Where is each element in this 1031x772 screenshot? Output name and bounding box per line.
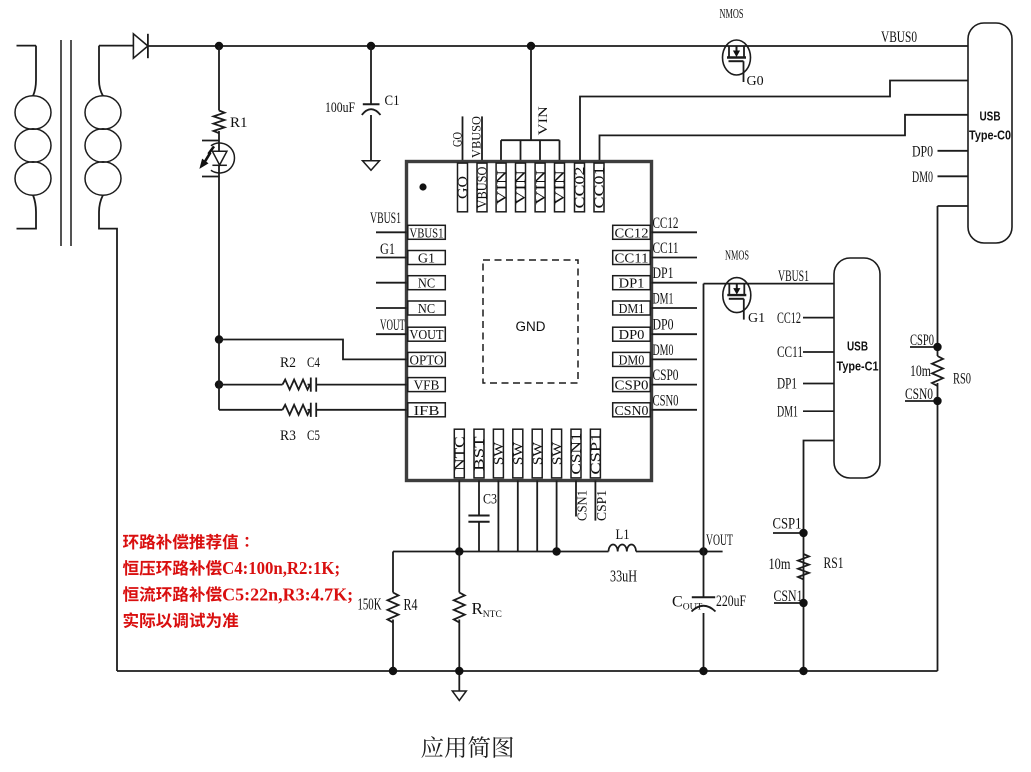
svg-text:VOUT: VOUT: [380, 317, 405, 334]
svg-text:OPTO: OPTO: [410, 352, 444, 367]
svg-text:GO: GO: [455, 176, 470, 199]
svg-text:CSN1: CSN1: [575, 490, 590, 521]
svg-text:DP1: DP1: [653, 265, 674, 282]
svg-text:RS1: RS1: [824, 555, 844, 572]
svg-text:CSN1: CSN1: [774, 588, 803, 605]
svg-text:RS0: RS0: [953, 371, 971, 388]
svg-text:VIN: VIN: [513, 170, 528, 205]
svg-text:DP0: DP0: [619, 327, 645, 342]
svg-text:OUT: OUT: [683, 603, 703, 613]
svg-text:CC11: CC11: [777, 344, 803, 361]
svg-text:220uF: 220uF: [716, 593, 746, 610]
svg-text:CSN0: CSN0: [905, 386, 933, 403]
svg-text:IFB: IFB: [414, 403, 440, 418]
svg-text:USB: USB: [980, 109, 1001, 124]
svg-text:SW: SW: [549, 442, 564, 465]
svg-text:GND: GND: [516, 319, 546, 334]
svg-text:DP1: DP1: [619, 276, 645, 291]
svg-text:DM1: DM1: [653, 291, 674, 308]
svg-text:CC02: CC02: [572, 167, 587, 209]
svg-text:NC: NC: [418, 301, 435, 316]
svg-text:C4: C4: [307, 355, 320, 371]
svg-text:CC11: CC11: [653, 240, 679, 257]
svg-text:DP0: DP0: [653, 317, 674, 334]
svg-text:10m: 10m: [910, 363, 931, 380]
svg-text:SW: SW: [530, 442, 545, 465]
svg-text:C5: C5: [307, 428, 320, 444]
svg-text:SW: SW: [511, 442, 526, 465]
svg-text:CC01: CC01: [592, 167, 607, 209]
svg-text:33uH: 33uH: [610, 567, 637, 586]
svg-text:DM1: DM1: [777, 403, 798, 420]
svg-text:CSN0: CSN0: [653, 392, 679, 409]
svg-text:CC12: CC12: [653, 215, 679, 232]
svg-text:C5:22n,R3:4.7K;: C5:22n,R3:4.7K;: [222, 584, 353, 604]
svg-text:VIN: VIN: [535, 105, 550, 135]
svg-text:G1: G1: [380, 241, 395, 258]
svg-text:NMOS: NMOS: [725, 249, 749, 264]
svg-text:USB: USB: [847, 339, 868, 354]
svg-text:CSN0: CSN0: [615, 403, 649, 418]
svg-text:VOUT: VOUT: [706, 532, 733, 549]
svg-text:NMOS: NMOS: [720, 7, 744, 22]
svg-text:R1: R1: [230, 115, 248, 131]
svg-text:R4: R4: [404, 595, 418, 614]
svg-text:R: R: [472, 599, 484, 618]
svg-text:NC: NC: [418, 276, 435, 291]
svg-text:CSN1: CSN1: [569, 433, 584, 475]
svg-text:DP0: DP0: [912, 143, 933, 160]
svg-text:G1: G1: [748, 311, 765, 326]
svg-text:R3: R3: [280, 428, 296, 444]
svg-text:VBUS1: VBUS1: [370, 210, 401, 227]
svg-text:BST: BST: [472, 435, 487, 471]
svg-text:DM1: DM1: [619, 301, 645, 316]
svg-text:G0: G0: [747, 74, 764, 89]
svg-text:DM0: DM0: [912, 169, 933, 186]
svg-text:CSP1: CSP1: [773, 516, 802, 533]
svg-text:SW: SW: [491, 442, 506, 465]
svg-text:CSP1: CSP1: [594, 490, 609, 521]
svg-text:NTC: NTC: [452, 436, 467, 471]
svg-text:C4:100n,R2:1K;: C4:100n,R2:1K;: [222, 558, 340, 578]
svg-text:L1: L1: [616, 527, 630, 543]
svg-text:DP1: DP1: [777, 376, 797, 393]
svg-text:Type-C0: Type-C0: [969, 128, 1011, 143]
svg-text:VOUT: VOUT: [410, 327, 445, 342]
svg-text:CC12: CC12: [615, 225, 649, 240]
svg-text:VBUSO: VBUSO: [475, 166, 490, 208]
svg-text:CC11: CC11: [615, 251, 649, 266]
svg-text:VFB: VFB: [414, 378, 440, 393]
svg-text:GO: GO: [450, 132, 465, 147]
svg-text:Type-C1: Type-C1: [837, 359, 879, 374]
svg-text:CSP0: CSP0: [615, 378, 649, 393]
svg-text:CSP1: CSP1: [588, 433, 603, 475]
svg-text:CC12: CC12: [777, 310, 801, 327]
svg-text:CSP0: CSP0: [910, 332, 934, 349]
svg-text:NTC: NTC: [483, 610, 502, 620]
svg-text:VBUSO: VBUSO: [469, 116, 484, 158]
svg-text:G1: G1: [418, 251, 435, 266]
svg-text:C: C: [672, 594, 683, 611]
svg-text:CSP0: CSP0: [653, 367, 679, 384]
svg-text:VBUS1: VBUS1: [778, 268, 809, 285]
svg-text:100uF: 100uF: [325, 100, 355, 116]
svg-text:C1: C1: [385, 93, 400, 109]
svg-text:VIN: VIN: [494, 170, 509, 205]
svg-text:C3: C3: [483, 492, 497, 508]
svg-text:VIN: VIN: [533, 170, 548, 205]
svg-text:DM0: DM0: [653, 342, 674, 359]
svg-text:R2: R2: [280, 355, 296, 371]
svg-text:150K: 150K: [358, 595, 382, 614]
svg-text:VIN: VIN: [552, 170, 567, 205]
svg-text:DM0: DM0: [619, 352, 645, 367]
svg-text:10m: 10m: [769, 556, 791, 573]
svg-text:VBUS0: VBUS0: [881, 29, 917, 46]
svg-text:VBUS1: VBUS1: [410, 225, 444, 240]
